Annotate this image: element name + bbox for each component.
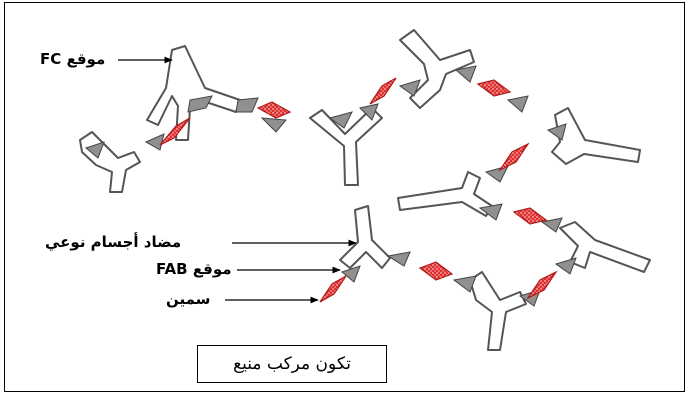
caption-text: تكون مركب منيع [233, 354, 351, 374]
antibody-g [339, 205, 391, 269]
antigen-2 [256, 101, 292, 119]
label-specific-antibody: مضاد أجسام نوعي [45, 233, 182, 251]
fab-tips [84, 65, 577, 307]
antibody-b [79, 131, 141, 193]
antigen-1 [159, 117, 191, 146]
antigen-7 [319, 275, 347, 303]
antigen-4 [476, 79, 512, 97]
antibody-f [397, 171, 493, 217]
antigens [159, 77, 558, 303]
antibody-a [146, 45, 241, 141]
antibody-c [309, 107, 383, 186]
antigen-3 [369, 77, 397, 105]
caption-box: تكون مركب منيع [197, 345, 387, 383]
antigen-8 [418, 261, 454, 281]
antibody-h [559, 221, 651, 273]
diagram-frame [4, 2, 685, 392]
label-antigen: سمين [166, 290, 211, 308]
antibody-e [551, 107, 641, 165]
label-fc-site: موقع FC [40, 50, 106, 68]
antibody-i [469, 271, 527, 351]
label-arrows [118, 56, 357, 304]
label-fab-site: موقع FAB [156, 260, 232, 278]
antigen-9 [526, 270, 558, 300]
antigen-5 [498, 142, 530, 172]
antibody-network [79, 29, 651, 351]
antibody-d [399, 29, 475, 109]
antigen-6 [512, 207, 548, 225]
